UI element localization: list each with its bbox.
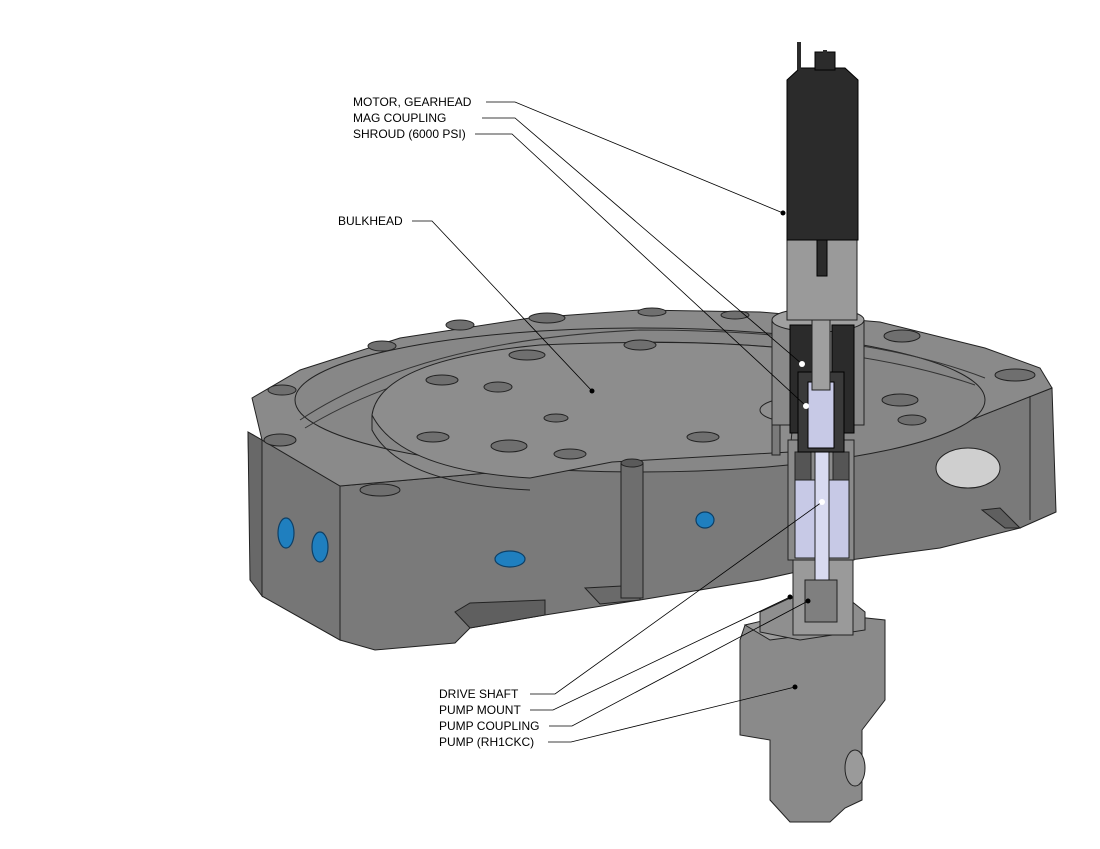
pump-body bbox=[739, 611, 886, 823]
label-motor-gearhead: MOTOR, GEARHEAD bbox=[353, 95, 472, 109]
label-bulkhead: BULKHEAD bbox=[338, 214, 403, 228]
side-port-oval bbox=[935, 447, 1001, 489]
blue-fluid-ports bbox=[277, 511, 715, 568]
label-pump-coupling: PUMP COUPLING bbox=[439, 719, 539, 733]
bulkhead-body bbox=[247, 309, 1057, 651]
motor-gearhead bbox=[786, 42, 859, 321]
leader-lines bbox=[412, 101, 823, 743]
top-bolt-holes bbox=[263, 307, 1036, 497]
label-pump-mount: PUMP MOUNT bbox=[439, 703, 521, 717]
drive-shaft-housing bbox=[787, 429, 855, 581]
leader-dots bbox=[589, 210, 825, 690]
label-drive-shaft: DRIVE SHAFT bbox=[439, 687, 519, 701]
label-shroud: SHROUD (6000 PSI) bbox=[353, 127, 466, 141]
label-pump: PUMP (RH1CKC) bbox=[439, 735, 534, 749]
mag-coupling bbox=[789, 299, 855, 453]
label-mag-coupling: MAG COUPLING bbox=[353, 111, 446, 125]
